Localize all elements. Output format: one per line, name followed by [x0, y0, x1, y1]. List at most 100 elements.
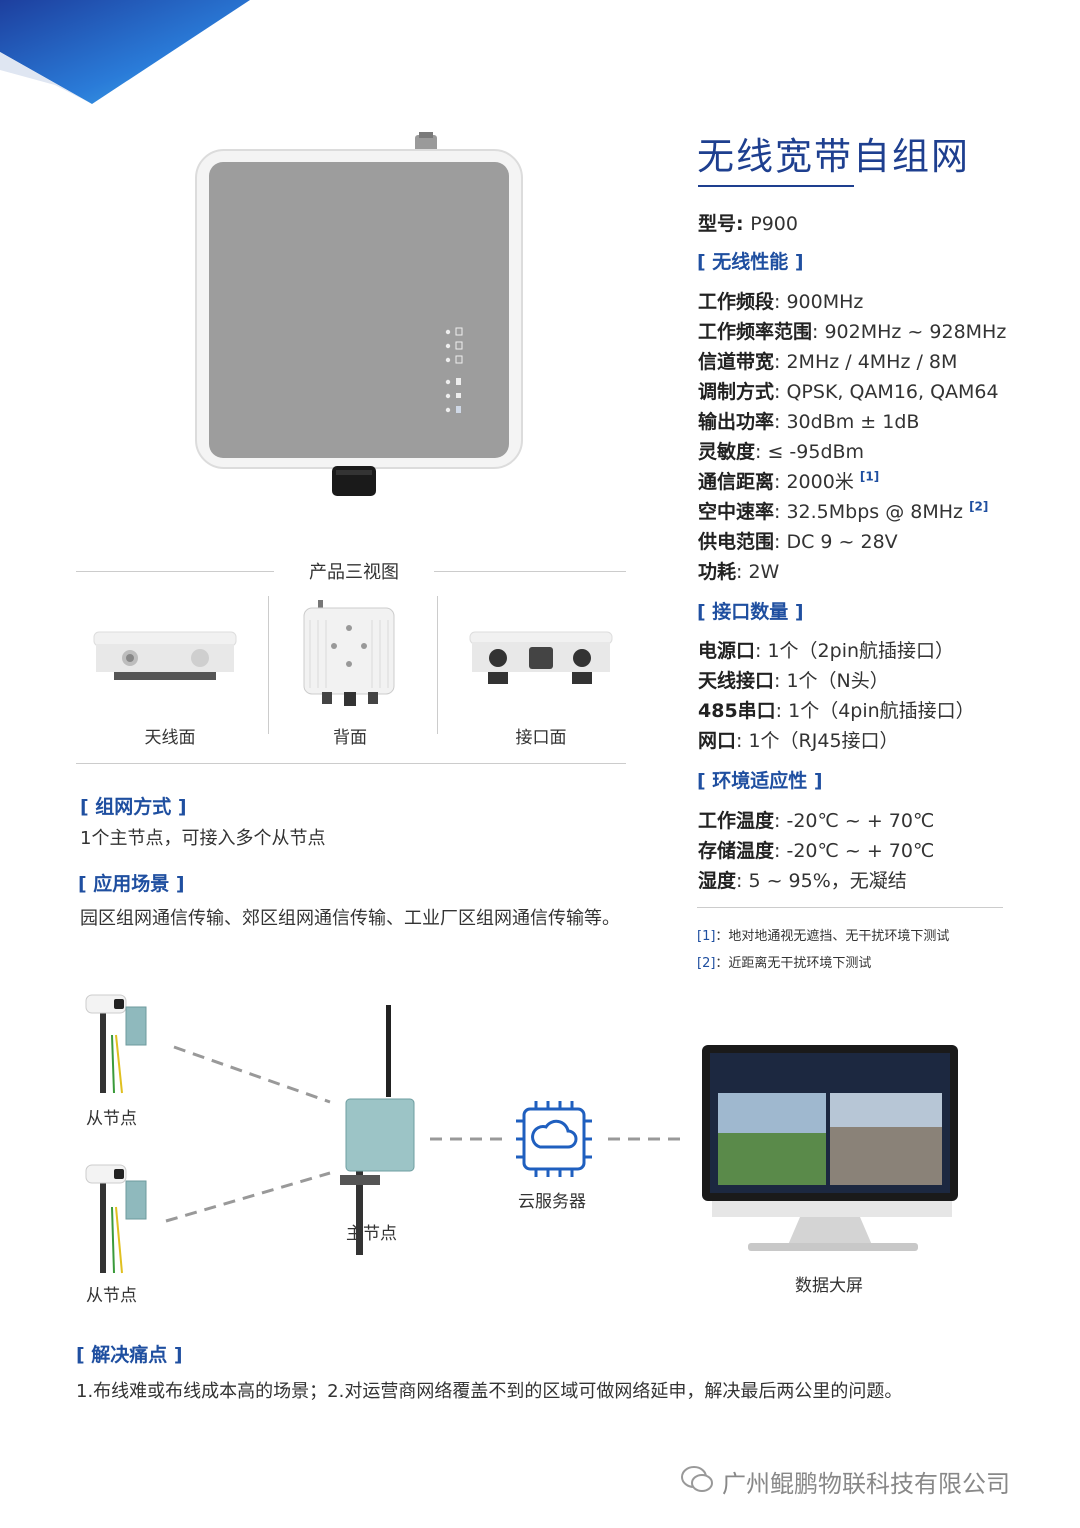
- antenna-face-image: [93, 631, 237, 680]
- views-bottom-line: [76, 763, 626, 764]
- environment-spec-value: -20℃ ~ + 70℃: [786, 810, 935, 832]
- network-diagram: [85, 994, 958, 1274]
- wireless-spec-label: 空中速率: [698, 501, 775, 523]
- interface-spec-label: 网口: [698, 730, 737, 752]
- wireless-spec-7: 通信距离: 2000米 [1]: [698, 469, 880, 493]
- wireless-spec-3: 信道带宽: 2MHz / 4MHz / 8M: [698, 351, 958, 373]
- wireless-spec-value: 2000米: [786, 471, 854, 493]
- view-label-antenna: 天线面: [144, 728, 196, 748]
- application-text: 园区组网通信传输、郊区组网通信传输、工业厂区组网通信传输等。: [80, 908, 620, 929]
- product-title: 无线宽带自组网: [697, 135, 970, 178]
- interface-face-image: [469, 631, 613, 684]
- interface-spec-1: 电源口: 1个（2pin航插接口）: [698, 640, 955, 662]
- interface-spec-2: 天线接口: 1个（N头）: [698, 670, 889, 692]
- wireless-spec-label: 输出功率: [698, 411, 775, 433]
- data-screen-label: 数据大屏: [795, 1276, 863, 1296]
- views-title: 产品三视图: [309, 562, 399, 583]
- model-label: 型号: [698, 213, 737, 235]
- environment-section-tag: [ 环境适应性 ]: [697, 770, 823, 792]
- note-2: [2]：近距离无干扰环境下测试: [697, 952, 871, 971]
- wireless-spec-label: 功耗: [698, 561, 737, 583]
- wireless-spec-label: 调制方式: [698, 381, 775, 403]
- interface-spec-4: 网口: 1个（RJ45接口）: [698, 730, 899, 752]
- environment-spec-value: 5 ~ 95%，无凝结: [748, 870, 907, 892]
- wireless-spec-value: DC 9 ~ 28V: [786, 531, 898, 553]
- environment-spec-label: 存储温度: [698, 840, 775, 862]
- note-2-text: ：近距离无干扰环境下测试: [715, 956, 872, 971]
- pain-points-tag: [ 解决痛点 ]: [76, 1344, 183, 1366]
- data-screen-monitor-image: [702, 1045, 958, 1251]
- cloud-server-icon: [516, 1101, 592, 1177]
- wireless-spec-1: 工作频段: 900MHz: [698, 291, 864, 313]
- wireless-spec-ref: [2]: [969, 499, 989, 514]
- note-1-ref: [1]: [697, 929, 716, 944]
- view-label-interface: 接口面: [515, 728, 567, 748]
- footer-company: 广州鲲鹏物联科技有限公司: [722, 1470, 1010, 1498]
- wireless-section-tag: [ 无线性能 ]: [697, 251, 804, 273]
- interface-spec-3: 485串口: 1个（4pin航插接口）: [698, 700, 975, 722]
- wireless-spec-10: 功耗: 2W: [698, 561, 780, 583]
- notes-divider: [697, 907, 1003, 908]
- wireless-spec-value: 32.5Mbps @ 8MHz: [786, 501, 964, 523]
- wireless-spec-label: 工作频段: [698, 291, 775, 313]
- interface-spec-label: 485串口: [698, 700, 776, 722]
- slave-node-1-image: [85, 994, 147, 1094]
- note-2-ref: [2]: [697, 956, 716, 971]
- wireless-spec-9: 供电范围: DC 9 ~ 28V: [698, 531, 898, 553]
- wireless-spec-value: QPSK, QAM16, QAM64: [786, 381, 999, 403]
- slave-node-2-label: 从节点: [86, 1286, 137, 1306]
- wechat-icon: [680, 1465, 714, 1495]
- back-view-image: [303, 600, 395, 706]
- product-image: [195, 132, 523, 496]
- wireless-spec-6: 灵敏度: ≤ -95dBm: [698, 441, 865, 463]
- views-line-right: [434, 571, 626, 572]
- view-label-back: 背面: [333, 728, 367, 748]
- slave-node-2-image: [85, 1164, 147, 1274]
- interface-spec-value: 1个（N头）: [786, 670, 889, 692]
- wireless-spec-2: 工作频率范围: 902MHz ~ 928MHz: [698, 321, 1007, 343]
- wireless-spec-label: 通信距离: [698, 471, 775, 493]
- environment-spec-value: -20℃ ~ + 70℃: [786, 840, 935, 862]
- cloud-server-label: 云服务器: [518, 1192, 586, 1212]
- interface-spec-label: 天线接口: [698, 670, 775, 692]
- interface-spec-value: 1个（4pin航插接口）: [788, 700, 975, 722]
- environment-spec-label: 湿度: [698, 870, 737, 892]
- master-node-label: 主节点: [346, 1224, 397, 1244]
- interface-spec-value: 1个（RJ45接口）: [748, 730, 899, 752]
- wireless-spec-8: 空中速率: 32.5Mbps @ 8MHz [2]: [698, 499, 989, 523]
- wireless-spec-label: 灵敏度: [698, 441, 756, 463]
- wireless-spec-5: 输出功率: 30dBm ± 1dB: [698, 411, 920, 433]
- networking-text: 1个主节点，可接入多个从节点: [80, 828, 326, 849]
- interface-section-tag: [ 接口数量 ]: [697, 601, 804, 623]
- environment-spec-2: 存储温度: -20℃ ~ + 70℃: [698, 840, 935, 862]
- interface-spec-label: 电源口: [698, 640, 756, 662]
- application-tag: [ 应用场景 ]: [78, 873, 185, 895]
- model-line: 型号: P900: [698, 213, 798, 235]
- views-sep-1: [268, 596, 269, 734]
- model-value: P900: [750, 213, 798, 235]
- views-sep-2: [437, 596, 438, 734]
- wireless-spec-value: 2W: [748, 561, 780, 583]
- environment-spec-3: 湿度: 5 ~ 95%，无凝结: [698, 870, 907, 892]
- master-node-image: [340, 1005, 415, 1255]
- environment-spec-1: 工作温度: -20℃ ~ + 70℃: [698, 810, 935, 832]
- note-1: [1]：地对地通视无遮挡、无干扰环境下测试: [697, 925, 949, 944]
- title-underline: [698, 185, 854, 187]
- views-line-left: [76, 571, 274, 572]
- wireless-spec-ref: [1]: [859, 469, 880, 484]
- networking-tag: [ 组网方式 ]: [80, 796, 187, 818]
- wireless-spec-value: 30dBm ± 1dB: [786, 411, 920, 433]
- corner-decoration: [0, 0, 250, 104]
- slave-node-1-label: 从节点: [86, 1109, 137, 1129]
- wireless-spec-value: ≤ -95dBm: [767, 441, 865, 463]
- wireless-spec-value: 902MHz ~ 928MHz: [824, 321, 1007, 343]
- pain-points-text: 1.布线难或布线成本高的场景；2.对运营商网络覆盖不到的区域可做网络延申，解决最…: [76, 1381, 903, 1402]
- interface-spec-value: 1个（2pin航插接口）: [767, 640, 955, 662]
- wireless-spec-label: 信道带宽: [698, 351, 775, 373]
- wireless-spec-4: 调制方式: QPSK, QAM16, QAM64: [698, 381, 999, 403]
- note-1-text: ：地对地通视无遮挡、无干扰环境下测试: [715, 929, 950, 944]
- wireless-spec-value: 2MHz / 4MHz / 8M: [786, 351, 958, 373]
- environment-spec-label: 工作温度: [698, 810, 775, 832]
- wireless-spec-label: 供电范围: [698, 531, 775, 553]
- wireless-spec-value: 900MHz: [786, 291, 864, 313]
